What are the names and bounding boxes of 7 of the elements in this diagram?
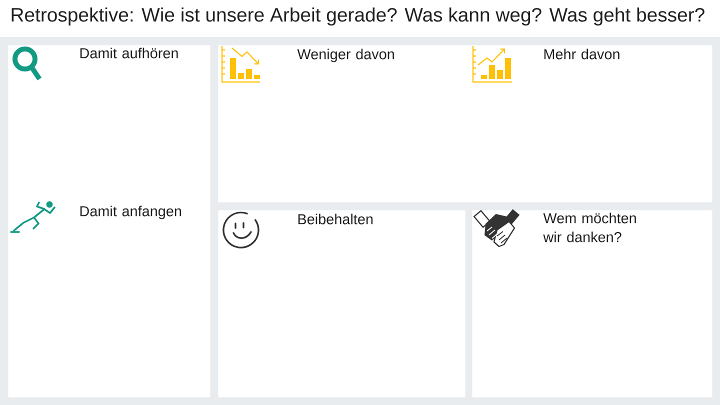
panel-heading: Weniger davon <box>297 48 394 62</box>
panel-heading: Damit anfangen <box>80 206 182 220</box>
panel-heading: Beibehalten <box>298 214 373 224</box>
panel-heading: Mehr davon <box>544 48 620 60</box>
panel-heading: Damit aufhören <box>80 48 178 58</box>
panel-heading: Wem möchten wir danken? <box>543 212 636 242</box>
title: Retrospektive: Wie ist unsere Arbeit gerade? Was kann weg? Was geht besser? <box>12 7 704 26</box>
